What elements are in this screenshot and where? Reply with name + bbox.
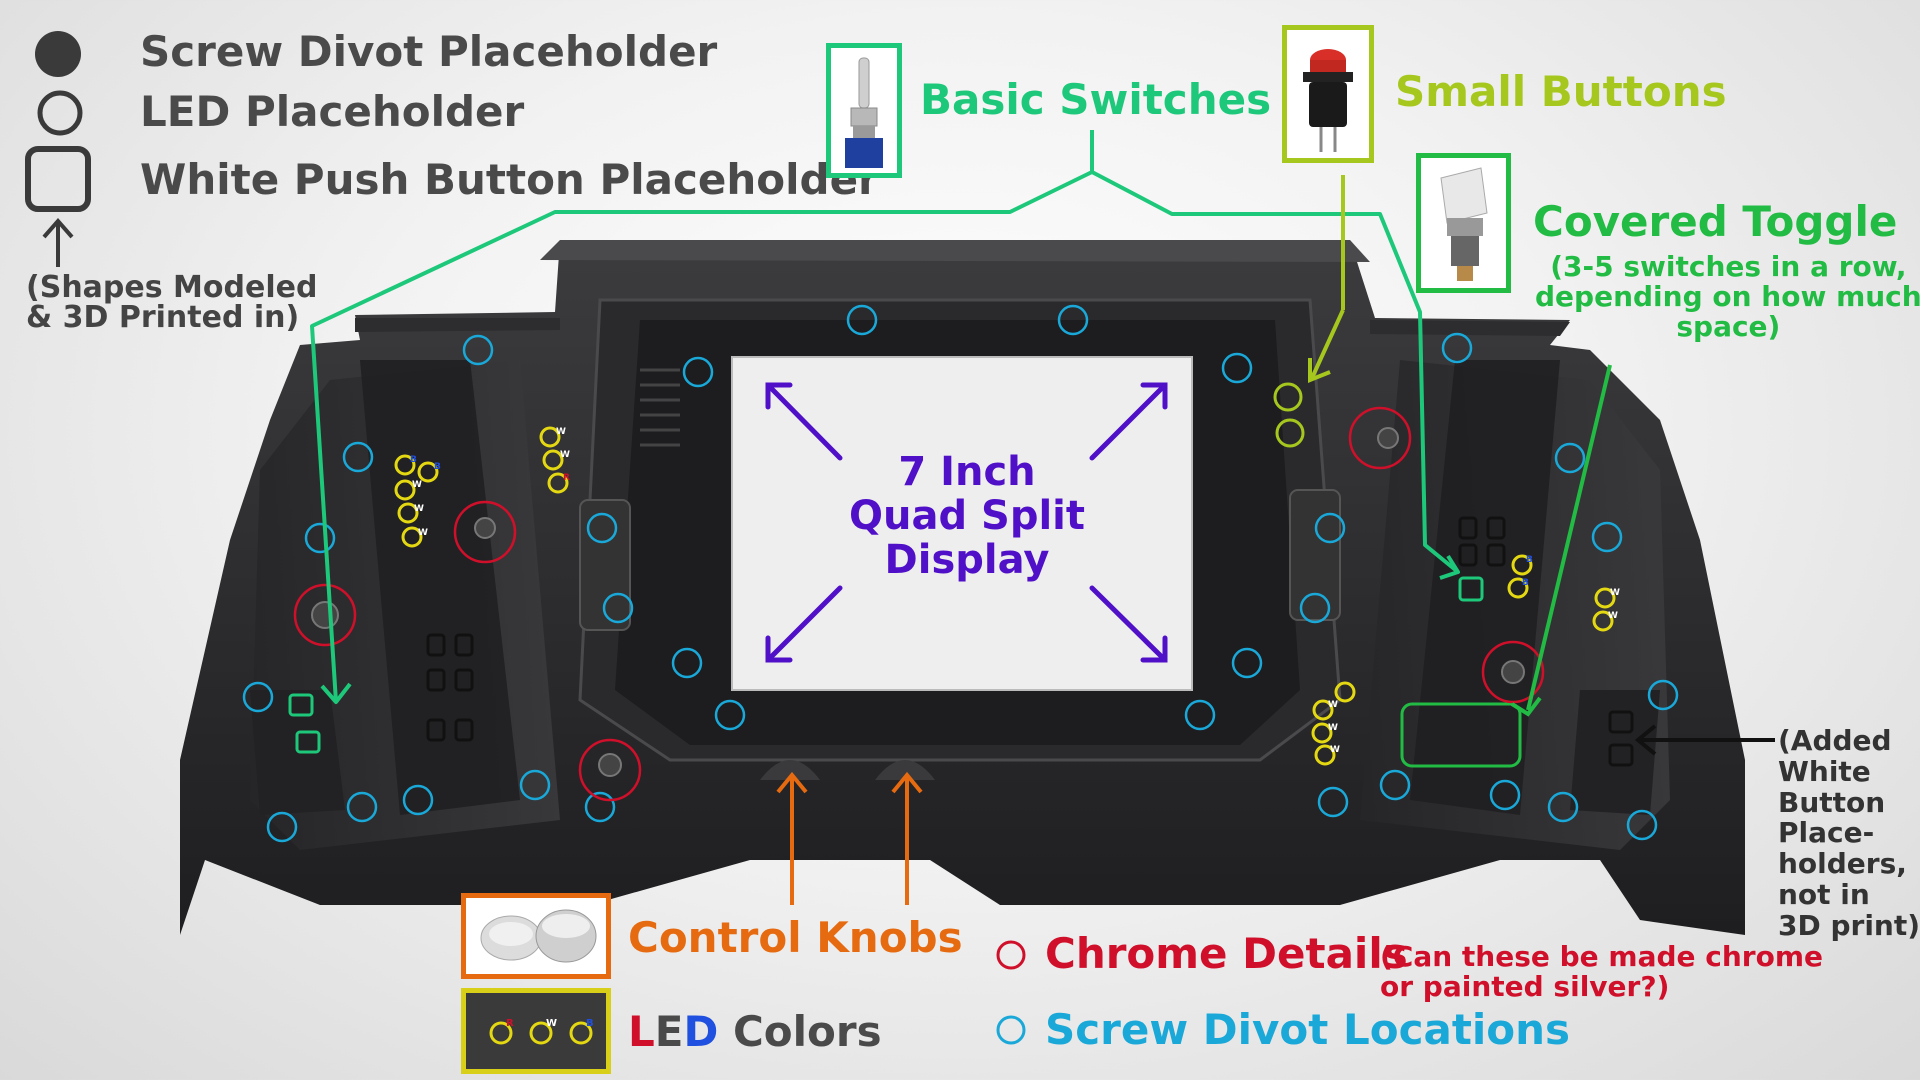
led-ring-icon (37, 90, 83, 136)
chrome-detail-icon (996, 940, 1026, 970)
led-placeholders (394, 426, 1616, 766)
svg-text:R: R (563, 473, 570, 483)
basic-switches-callout (310, 130, 1460, 704)
chrome-details (293, 406, 1545, 802)
control-knobs-label: Control Knobs (628, 913, 963, 962)
svg-text:W: W (560, 450, 570, 460)
led-swatch-b: B (586, 1018, 594, 1029)
display-screen (731, 356, 1193, 691)
screw-divot-icon (35, 31, 81, 77)
covered-toggle-label: Covered Toggle (1533, 197, 1898, 246)
svg-text:W: W (1328, 723, 1338, 733)
screw-locations-label: Screw Divot Locations (1045, 1005, 1571, 1054)
display-arrows (765, 382, 1168, 663)
added-buttons-note: (Added White Button Place- holders, not … (1778, 724, 1920, 942)
led-marks: B B W W W W W R W W W B B W W (410, 427, 1620, 755)
svg-text:B: B (1526, 555, 1533, 565)
small-buttons-label: Small Buttons (1395, 67, 1727, 116)
up-arrow-icon (42, 217, 74, 267)
led-colors-rest: Colors (718, 1007, 882, 1056)
led-swatch-w: W (546, 1018, 557, 1029)
svg-text:W: W (414, 504, 424, 514)
basic-switch-photo (826, 43, 902, 178)
control-knobs-arrows (776, 771, 923, 905)
covered-toggle-callout (1510, 364, 1612, 717)
svg-text:W: W (1608, 611, 1618, 621)
svg-text:W: W (1328, 700, 1338, 710)
svg-text:W: W (556, 427, 566, 437)
svg-text:B: B (410, 455, 417, 465)
led-colors-label: LED Colors (628, 1007, 882, 1056)
legend-screw-label: Screw Divot Placeholder (140, 27, 718, 76)
led-colors-e: E (654, 1007, 684, 1056)
legend-led-label: LED Placeholder (140, 87, 525, 136)
svg-text:W: W (418, 528, 428, 538)
svg-text:W: W (412, 480, 422, 490)
display-label: 7 Inch Quad Split Display (848, 449, 1085, 583)
svg-text:B: B (1522, 578, 1529, 588)
covered-toggle-placeholder (1400, 702, 1522, 768)
led-colors-l: L (628, 1007, 655, 1056)
added-buttons-arrow (1634, 724, 1775, 756)
small-button-photo (1282, 25, 1374, 163)
chrome-note: (Can these be made chrome or painted sil… (1380, 940, 1824, 1004)
legend-button-label: White Push Button Placeholder (140, 155, 879, 204)
svg-text:W: W (1330, 745, 1340, 755)
push-button-icon (25, 146, 91, 212)
small-buttons-callout (1308, 175, 1345, 383)
svg-text:W: W (1610, 588, 1620, 598)
covered-toggle-note: (3-5 switches in a row, depending on how… (1535, 250, 1920, 344)
led-colors-swatch: R W B (461, 988, 611, 1074)
small-button-placeholders (1273, 382, 1305, 448)
basic-switches-label: Basic Switches (920, 75, 1272, 124)
wing-button-placeholders (426, 516, 1634, 767)
switch-placeholders (288, 576, 1484, 754)
control-knob-photo (461, 893, 611, 979)
led-colors-d: D (683, 1007, 719, 1056)
screw-location-icon (996, 1015, 1026, 1045)
svg-text:B: B (434, 462, 441, 472)
shapes-note: (Shapes Modeled & 3D Printed in) (26, 270, 318, 335)
covered-toggle-photo (1416, 153, 1511, 293)
chrome-details-label: Chrome Details (1045, 929, 1408, 978)
screw-divots (242, 304, 1679, 843)
led-swatch-r: R (506, 1018, 514, 1029)
